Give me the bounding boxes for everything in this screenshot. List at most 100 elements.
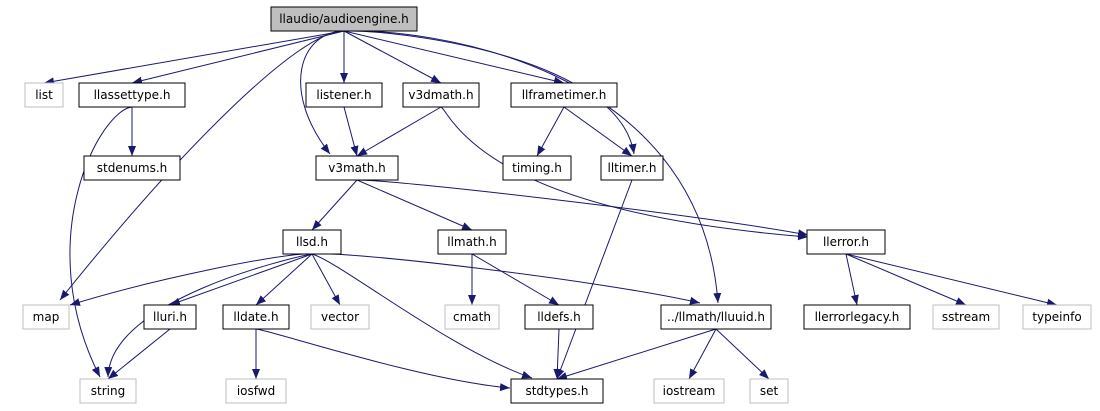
node-box-v3math (315, 155, 399, 181)
node-label-llframetimer: llframetimer.h (522, 88, 607, 102)
node-typeinfo[interactable]: typeinfo (1022, 304, 1092, 330)
node-v3dmath[interactable]: v3dmath.h (402, 82, 480, 108)
node-label-string: string (91, 384, 125, 398)
node-iosfwd[interactable]: iosfwd (225, 378, 287, 404)
edge-llframetimer-timing (536, 106, 565, 157)
node-box-lltimer (600, 155, 664, 181)
node-label-v3math: v3math.h (328, 161, 386, 175)
node-llerror[interactable]: llerror.h (806, 229, 886, 255)
node-lluri[interactable]: lluri.h (143, 304, 197, 330)
node-map[interactable]: map (22, 304, 70, 330)
edge-lluuid-iostream (688, 328, 717, 380)
node-lldate[interactable]: lldate.h (222, 304, 290, 330)
edge-lldefs-stdtypes (553, 328, 562, 380)
edge-listener-v3math (343, 106, 359, 157)
node-label-lltimer: lltimer.h (607, 161, 656, 175)
node-box-stdtypes (510, 378, 604, 404)
node-box-lluuid (660, 304, 772, 330)
node-string[interactable]: string (79, 378, 137, 404)
node-box-lldefs (524, 304, 594, 330)
edge-llerror-typeinfo (845, 253, 1058, 307)
node-label-iosfwd: iosfwd (237, 384, 275, 398)
node-timing[interactable]: timing.h (502, 155, 572, 181)
edge-v3math-llsd (311, 179, 358, 231)
node-vector[interactable]: vector (310, 304, 370, 330)
node-label-v3dmath: v3dmath.h (408, 88, 473, 102)
node-box-root (270, 6, 418, 32)
node-llassettype[interactable]: llassettype.h (78, 82, 186, 108)
node-label-lluri: lluri.h (153, 310, 187, 324)
node-label-iostream: iostream (663, 384, 716, 398)
edge-llsd-vector (311, 253, 341, 306)
node-sstream[interactable]: sstream (932, 304, 1000, 330)
node-root[interactable]: llaudio/audioengine.h (270, 6, 418, 32)
node-label-llerror: llerror.h (823, 235, 869, 249)
edge-root-llframetimer (343, 30, 565, 85)
node-label-lldate: lldate.h (233, 310, 278, 324)
edge-v3dmath-v3math (356, 106, 442, 157)
edge-v3dmath-llerror (440, 106, 809, 241)
edge-lluri-string (107, 328, 171, 380)
node-cmath[interactable]: cmath (444, 304, 500, 330)
node-box-vector (310, 304, 370, 330)
node-iostream[interactable]: iostream (653, 378, 725, 404)
node-stdtypes[interactable]: stdtypes.h (510, 378, 604, 404)
edge-llsd-lldate (255, 253, 313, 306)
node-label-list: list (35, 88, 53, 102)
node-label-lldefs: lldefs.h (537, 310, 581, 324)
node-lldefs[interactable]: lldefs.h (524, 304, 594, 330)
node-listener[interactable]: listener.h (305, 82, 383, 108)
edge-root-lluuid (343, 30, 722, 304)
node-list[interactable]: list (24, 82, 64, 108)
edge-llsd-stdtypes (311, 253, 533, 379)
node-box-listener (305, 82, 383, 108)
node-label-sstream: sstream (942, 310, 990, 324)
edge-root-v3math (300, 30, 345, 155)
node-lluuid[interactable]: ../llmath/lluuid.h (660, 304, 772, 330)
node-label-stdenums: stdenums.h (97, 161, 168, 175)
node-box-llassettype (78, 82, 186, 108)
node-label-llmath: llmath.h (447, 235, 496, 249)
node-label-llsd: llsd.h (296, 235, 328, 249)
node-box-string (79, 378, 137, 404)
node-box-typeinfo (1022, 304, 1092, 330)
edge-root-llassettype (131, 30, 345, 85)
node-label-llerrorlegacy: llerrorlegacy.h (815, 310, 900, 324)
node-llsd[interactable]: llsd.h (282, 229, 342, 255)
node-box-map (22, 304, 70, 330)
node-lltimer[interactable]: lltimer.h (600, 155, 664, 181)
node-llmath[interactable]: llmath.h (437, 229, 507, 255)
edge-root-list (43, 30, 345, 86)
edge-root-v3dmath (343, 30, 442, 84)
node-label-vector: vector (321, 310, 359, 324)
node-label-stdtypes: stdtypes.h (525, 384, 588, 398)
node-llframetimer[interactable]: llframetimer.h (510, 82, 618, 108)
edge-llframetimer-lltimer (563, 106, 633, 157)
node-box-llerror (806, 229, 886, 255)
edge-lltimer-stdtypes (556, 179, 633, 380)
node-box-llsd (282, 229, 342, 255)
edge-llassettype-string (69, 106, 133, 378)
node-box-iostream (653, 378, 725, 404)
node-label-timing: timing.h (512, 161, 562, 175)
edge-v3math-llmath (356, 179, 473, 231)
edge-llsd-lluri (169, 253, 313, 306)
edge-lluuid-set (715, 328, 770, 380)
edge-llerror-llerrorlegacy (845, 253, 859, 306)
node-box-iosfwd (225, 378, 287, 404)
node-label-cmath: cmath (453, 310, 491, 324)
edge-v3math-llerror (356, 179, 809, 238)
node-llerrorlegacy[interactable]: llerrorlegacy.h (803, 304, 911, 330)
edge-llsd-map (69, 253, 313, 306)
node-box-set (749, 378, 789, 404)
node-label-set: set (760, 384, 779, 398)
node-set[interactable]: set (749, 378, 789, 404)
node-label-typeinfo: typeinfo (1032, 310, 1081, 324)
node-layer: llaudio/audioengine.h list llassettype.h li… (22, 6, 1092, 404)
node-stdenums[interactable]: stdenums.h (83, 155, 181, 181)
node-label-lluuid: ../llmath/lluuid.h (667, 310, 765, 324)
node-box-lluri (143, 304, 197, 330)
node-v3math[interactable]: v3math.h (315, 155, 399, 181)
node-label-llassettype: llassettype.h (94, 88, 171, 102)
